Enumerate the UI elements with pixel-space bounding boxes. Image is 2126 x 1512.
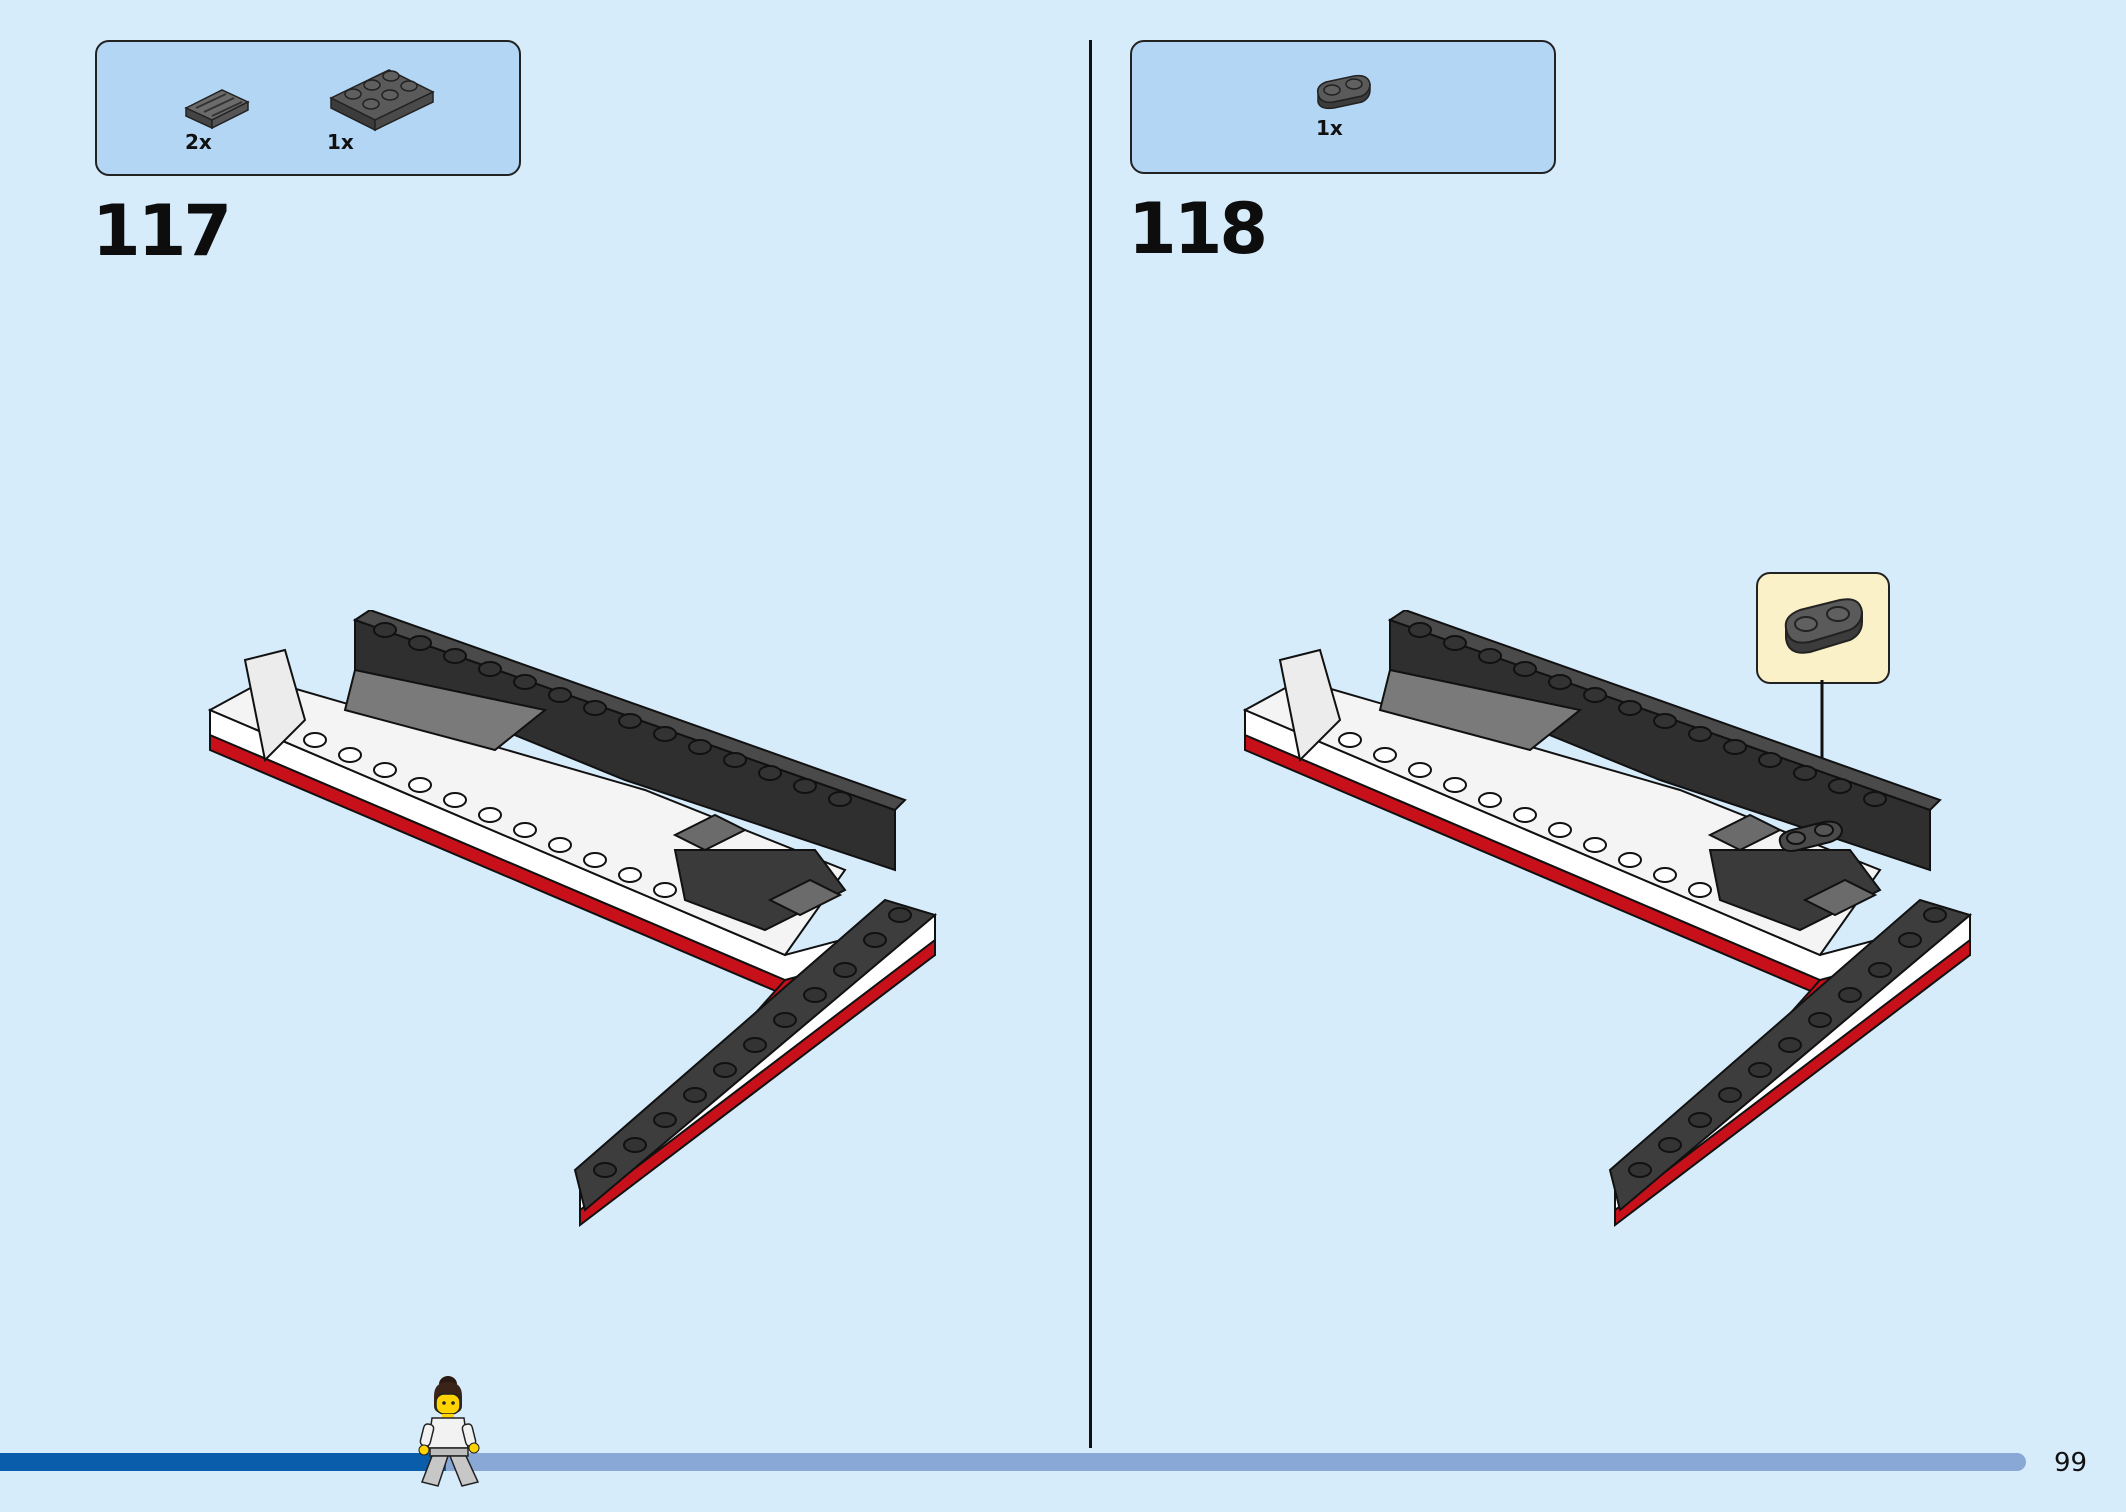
model-assembly-step-118 <box>1242 610 1973 1228</box>
plate-2x3-dark-gray-icon <box>329 69 435 132</box>
parts-list-box-step-118: 1x <box>1130 40 1556 174</box>
progress-bar-track <box>0 1453 2026 1471</box>
parts-list-box-step-117: 2x 1x <box>95 40 521 176</box>
tile-grille-1x2-dark-gray-icon <box>184 89 250 130</box>
progress-bar-fill <box>0 1453 446 1471</box>
page-number: 99 <box>2054 1448 2088 1478</box>
page-divider <box>1089 40 1092 1448</box>
minifigure-walking-icon <box>418 1376 480 1487</box>
part-qty-2: 1x <box>327 130 354 154</box>
plate-1x2-rounded-dark-gray-icon <box>1316 74 1371 110</box>
step-number-118: 118 <box>1128 188 1268 270</box>
plate-1x2-rounded-callout-icon <box>1784 598 1864 654</box>
part-qty-3: 1x <box>1316 116 1343 140</box>
part-qty-1: 2x <box>185 130 212 154</box>
model-assembly-step-117 <box>207 610 938 1228</box>
step-number-117: 117 <box>92 190 232 272</box>
